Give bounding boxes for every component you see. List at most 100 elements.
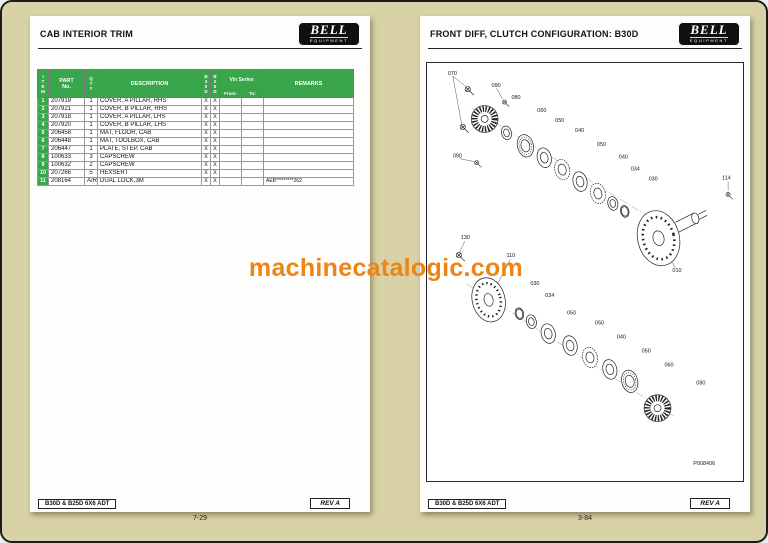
left-page-header: CAB INTERIOR TRIM BELL EQUIPMENT (38, 19, 362, 49)
clutch-plate-part (579, 345, 601, 370)
cell-part-no: 100633 (48, 153, 85, 162)
diff-diagram-svg: P008406 07009008006005004005004003403011… (448, 71, 734, 467)
cell-vin-to (241, 161, 264, 170)
cell-b30d: X (201, 161, 211, 170)
bolt-part (474, 160, 482, 168)
cell-part-no: 206448 (48, 137, 85, 146)
cell-item: 11 (37, 177, 49, 186)
cell-vin-to (241, 121, 264, 130)
cell-vin-to (241, 169, 264, 178)
part-callout-030: 030 (649, 177, 658, 183)
cell-item: 3 (37, 113, 49, 122)
cell-remarks (263, 105, 354, 114)
col-header-b30d: B30D (201, 69, 211, 98)
cell-qty: 1 (84, 129, 98, 138)
cell-vin-to (241, 105, 264, 114)
part-callout-060: 060 (537, 108, 546, 114)
part-callout-110: 110 (506, 253, 515, 259)
part-callout-080: 080 (511, 95, 520, 101)
cell-part-no: 207920 (48, 121, 85, 130)
cell-b25d: X (210, 145, 220, 154)
col-header-part-no: PART No. (48, 69, 85, 98)
col-header-qty: QTY (84, 69, 98, 98)
cell-part-no: 206458 (48, 129, 85, 138)
cell-remarks (263, 169, 354, 178)
cell-b30d: X (201, 177, 211, 186)
cell-vin-to (241, 145, 264, 154)
exploded-parts (455, 86, 734, 422)
clutch-plate-part (534, 145, 554, 170)
cell-qty: 1 (84, 113, 98, 122)
bell-logo: BELL EQUIPMENT (298, 21, 360, 46)
cell-b25d: X (210, 153, 220, 162)
part-callout-040: 040 (575, 128, 584, 134)
part-callout-130: 130 (461, 235, 470, 241)
cell-item: 4 (37, 121, 49, 130)
cell-b30d: X (201, 129, 211, 138)
cell-b30d: X (201, 97, 211, 106)
bolt-part (459, 123, 470, 134)
spacer-part (605, 194, 620, 212)
cell-b25d: X (210, 97, 220, 106)
part-callout-050: 050 (567, 311, 576, 317)
cell-item: 7 (37, 145, 49, 154)
cell-b30d: X (201, 137, 211, 146)
col-header-vin-to: To: (241, 89, 264, 98)
clutch-plate-part (552, 157, 573, 182)
part-callout-050: 050 (597, 142, 606, 148)
spacer-part (524, 313, 539, 331)
right-page-number: 3-84 (577, 515, 592, 522)
cell-vin-from (219, 137, 242, 146)
cell-vin-from (219, 129, 242, 138)
cell-remarks (263, 153, 354, 162)
cell-qty: 2 (84, 161, 98, 170)
cell-vin-to (241, 97, 264, 106)
cell-remarks (263, 113, 354, 122)
cell-item: 2 (37, 105, 49, 114)
part-callout-060: 060 (664, 362, 673, 368)
col-header-b25d: B25D (210, 69, 220, 98)
col-header-vin-from: From: (219, 89, 242, 98)
clutch-plate-part (600, 357, 620, 382)
right-page-footer: B30D & B25D 6X6 ADT REV A (428, 498, 742, 509)
cell-description: PLATE, STEP, CAB (97, 145, 202, 154)
left-page-number: 7-29 (192, 515, 207, 522)
part-callout-050: 050 (642, 348, 651, 354)
cell-qty: 1 (84, 121, 98, 130)
cell-part-no: 206447 (48, 145, 85, 154)
left-page: CAB INTERIOR TRIM BELL EQUIPMENT ITEM PA… (30, 16, 370, 512)
cell-qty: A/R (84, 177, 98, 186)
bevel-gear-part (644, 395, 671, 422)
model-box: B30D & B25D 6X6 ADT (38, 498, 117, 509)
right-page-header: FRONT DIFF, CLUTCH CONFIGURATION: B30D B… (428, 19, 742, 49)
cell-part-no: 208164 (48, 177, 85, 186)
cell-vin-from (219, 169, 242, 178)
part-callout-034: 034 (631, 167, 640, 173)
cell-remarks (263, 121, 354, 130)
cell-description: COVER, A PILLAR, RHS (97, 97, 202, 106)
cell-b30d: X (201, 105, 211, 114)
part-callout-040: 040 (619, 155, 628, 161)
diff-housing-part (636, 210, 681, 267)
cell-remarks (263, 129, 354, 138)
revision-box: REV A (310, 498, 350, 509)
cell-vin-from (219, 97, 242, 106)
flange-part (471, 277, 506, 323)
part-callout-040: 040 (617, 335, 626, 341)
cell-description: HEXSERT (97, 169, 202, 178)
part-callout-034: 034 (545, 293, 554, 299)
cell-b30d: X (201, 145, 211, 154)
revision-box: REV A (690, 498, 730, 509)
cell-b30d: X (201, 153, 211, 162)
right-page-title: FRONT DIFF, CLUTCH CONFIGURATION: B30D (430, 28, 639, 39)
part-callout-010: 010 (672, 268, 681, 274)
